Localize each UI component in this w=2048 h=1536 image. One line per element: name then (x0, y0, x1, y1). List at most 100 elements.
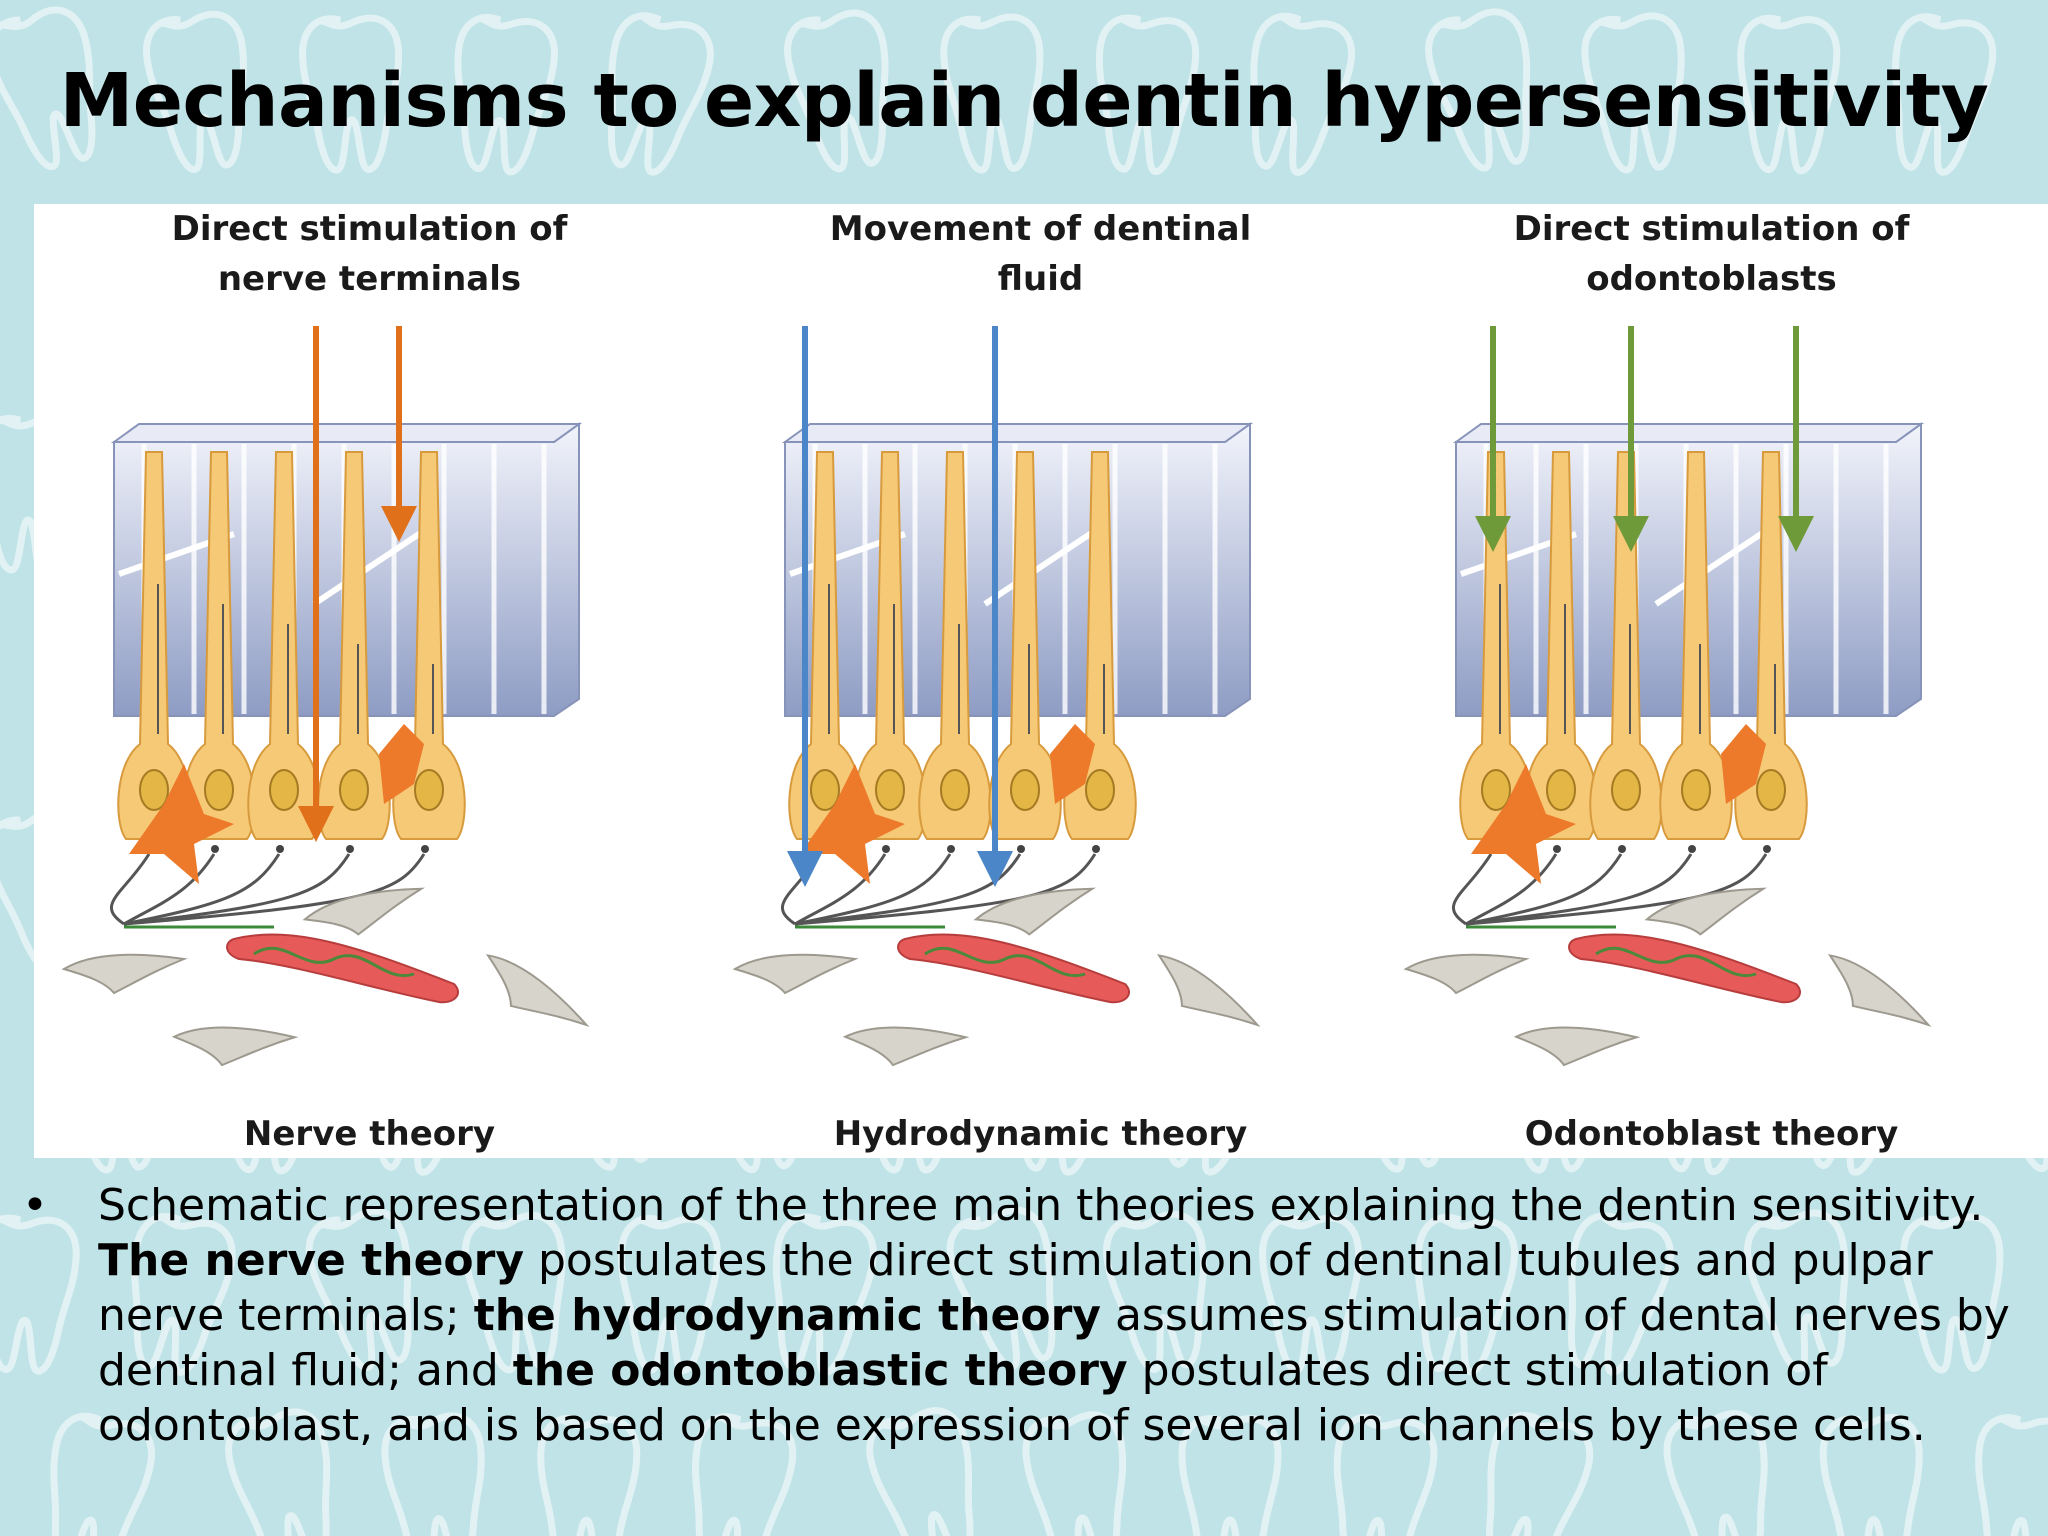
nerve-wrap (1595, 946, 1757, 978)
tooth-outline-icon (143, 10, 247, 173)
tooth-outline-icon (381, 1412, 485, 1536)
nerve-cell (379, 724, 424, 804)
nerve-cell (1471, 764, 1576, 884)
tooth-outline-icon (537, 1414, 641, 1536)
fibroblast-cell (485, 954, 590, 1028)
panel-heading: Movement of dentinal fluid (705, 204, 1376, 304)
theory-label: Hydrodynamic theory (833, 1114, 1248, 1154)
fibroblast-cell (1156, 954, 1261, 1028)
nerve-fiber (1452, 853, 1493, 926)
cell-nucleus (810, 769, 840, 811)
tooth-outline-icon (1259, 1214, 1363, 1374)
odontoblast-cell (1589, 451, 1663, 840)
dentin-top-surface (110, 423, 583, 443)
nerve-fiber (794, 853, 887, 926)
fibroblast-cell (1644, 887, 1768, 936)
cell-nucleus (269, 769, 299, 811)
tooth-outline-icon (50, 1412, 155, 1536)
tooth-outline-icon (692, 1413, 797, 1536)
cell-nucleus (339, 769, 369, 811)
cell-nucleus (1481, 769, 1511, 811)
dentin-crack (1654, 521, 1778, 607)
nerve-wrap (253, 946, 415, 978)
nerve-fiber (123, 853, 351, 926)
tooth-outline-icon (1892, 13, 1997, 176)
tooth-outline-icon (0, 6, 96, 170)
tooth-outline-icon (305, 1207, 412, 1372)
tooth-outline-icon (225, 1408, 331, 1536)
nerve-cell (800, 764, 905, 884)
tooth-outline-icon (617, 1215, 721, 1374)
cell-nucleus (139, 769, 169, 811)
fibroblast-cell (1403, 953, 1530, 995)
tooth-outline-icon (1250, 12, 1355, 176)
nerve-terminal (1688, 845, 1696, 853)
cell-nucleus (1010, 769, 1040, 811)
odontoblast-cell (182, 451, 256, 840)
tooth-outline-icon (0, 1214, 80, 1375)
tooth-outline-icon (866, 1407, 974, 1536)
blood-vessel (897, 933, 1130, 1004)
dentin-top-surface (781, 423, 1254, 443)
hydrodynamic-theory-illustration (732, 326, 1261, 1067)
tooth-outline-icon (607, 12, 714, 176)
tooth-outline-icon (940, 13, 1044, 174)
panel-heading-line: Movement of dentinal (829, 209, 1252, 249)
cell-nucleus (1681, 769, 1711, 811)
theory-label: Nerve theory (243, 1114, 496, 1154)
nerve-terminal (1618, 845, 1626, 853)
fibroblast-cell (1513, 1026, 1641, 1067)
caption-term-hydrodynamic-theory: the hydrodynamic theory (473, 1290, 1101, 1341)
nerve-fiber (123, 853, 281, 926)
cell-nucleus (414, 769, 444, 811)
caption-segment: postulates direct stimulation of odontob… (98, 1345, 1926, 1451)
tooth-outline-icon (1333, 1413, 1438, 1536)
nerve-terminal (1092, 845, 1100, 853)
tooth-outline-icon (1663, 1410, 1768, 1536)
nerve-fiber (1465, 853, 1623, 926)
caption-text: Schematic representation of the three ma… (98, 1178, 2012, 1453)
odontoblast-cell (918, 451, 992, 840)
cell-nucleus (1611, 769, 1641, 811)
cell-nucleus (1085, 769, 1115, 811)
panel-heading: Direct stimulation of nerve terminals (34, 204, 705, 304)
nerve-cell (129, 764, 234, 884)
odontoblast-cell (853, 451, 927, 840)
caption: • Schematic representation of the three … (22, 1178, 2012, 1453)
slide-title: Mechanisms to explain dentin hypersensit… (59, 58, 1989, 144)
nerve-fiber (123, 853, 216, 926)
panel-heading-line: fluid (997, 259, 1084, 299)
tooth-outline-icon (1425, 8, 1531, 172)
hydrodynamic-theory-panel: Movement of dentinal fluid Hydrodynamic … (705, 204, 1376, 1158)
caption-segment: postulates the direct stimulation of den… (98, 1235, 1933, 1341)
caption-term-nerve-theory: The nerve theory (98, 1235, 525, 1286)
caption-segment: assumes stimulation of dental nerves by … (98, 1290, 2010, 1396)
caption-segment: Schematic representation of the three ma… (98, 1180, 1984, 1231)
tooth-outline-icon (1178, 1415, 1282, 1536)
tooth-outline-icon (1744, 1209, 1849, 1373)
cell-nucleus (940, 769, 970, 811)
panel-heading-line: Direct stimulation of (1513, 209, 1910, 249)
blood-vessel (1568, 933, 1801, 1004)
tooth-outline-icon (772, 1213, 877, 1376)
nerve-terminal (421, 845, 429, 853)
tooth-outline-icon (454, 13, 558, 176)
tooth-outline-icon (946, 1206, 1056, 1370)
dentin-top-surface (1452, 423, 1925, 443)
theory-label: Odontoblast theory (1524, 1114, 1899, 1154)
tooth-outline-icon (1737, 14, 1841, 175)
odontoblast-theory-panel: Direct stimulation of odontoblasts Odont… (1376, 204, 2047, 1158)
panel-heading-line: Direct stimulation of (171, 209, 568, 249)
dentin-crack (983, 521, 1107, 607)
nerve-fiber (1465, 853, 1558, 926)
tooth-outline-icon (1567, 1212, 1674, 1376)
nerve-cell (1050, 724, 1095, 804)
tooth-outline-icon (461, 1211, 566, 1374)
fibroblast-cell (171, 1026, 299, 1067)
fibroblast-cell (1827, 954, 1932, 1028)
nerve-terminal (346, 845, 354, 853)
nerve-terminal (276, 845, 284, 853)
odontoblast-theory-illustration (1403, 326, 1932, 1067)
tooth-outline-icon (1581, 12, 1685, 174)
panel-heading-line: nerve terminals (217, 259, 522, 299)
